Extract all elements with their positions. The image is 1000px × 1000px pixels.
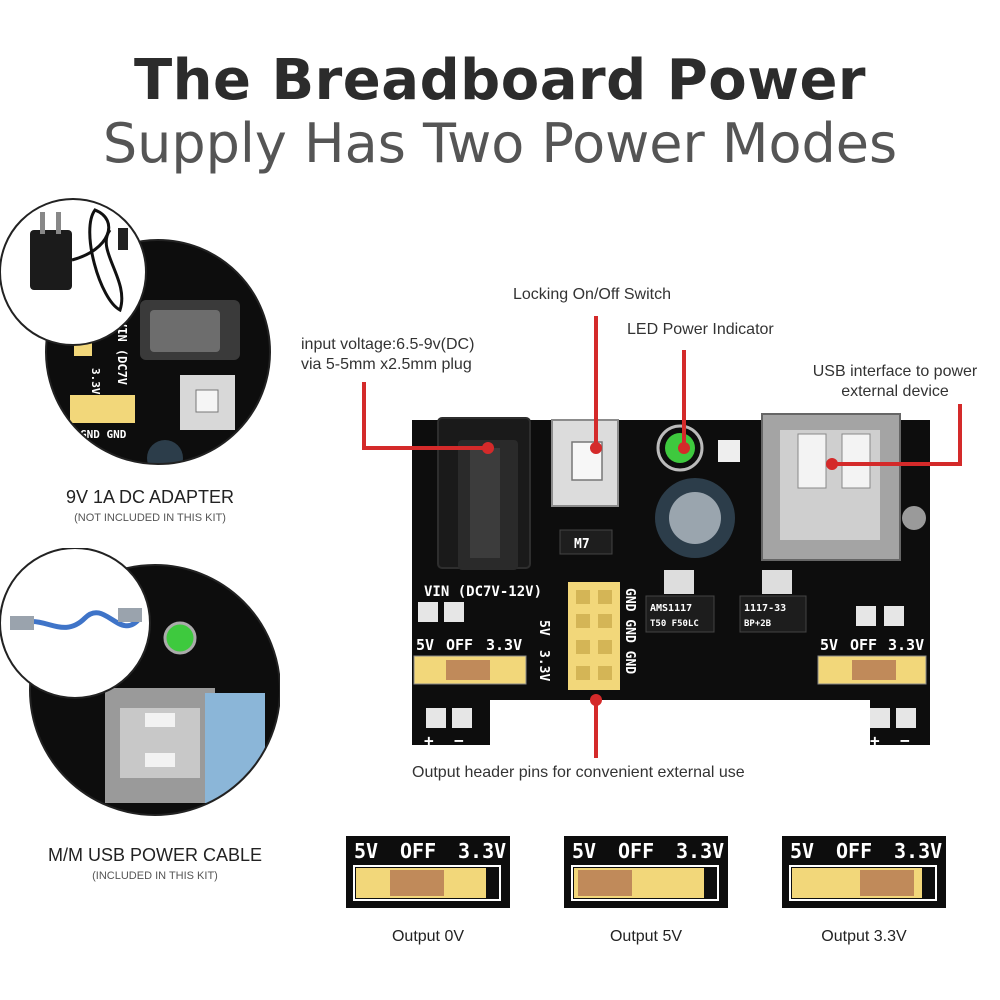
left-rail-off: OFF (446, 636, 473, 654)
page-subtitle: Supply Has Two Power Modes (102, 112, 898, 175)
header-3v3-label: 3.3V (536, 650, 551, 681)
switch-state-5v: 5V OFF 3.3V Output 5V (564, 836, 728, 946)
callout-header: Output header pins for convenient extern… (412, 764, 745, 781)
regulator-3v3-label: 1117-33 (744, 603, 786, 614)
switch-state-3v3: 5V OFF 3.3V Output 3.3V (782, 836, 946, 946)
right-minus: − (900, 731, 910, 750)
svg-text:GND GND: GND GND (80, 428, 127, 441)
switch-0v-jumper[interactable] (390, 870, 444, 896)
switch-5v-label-off: OFF (618, 839, 654, 863)
regulator-5v (645, 595, 715, 633)
adapter-note: (NOT INCLUDED IN THIS KIT) (74, 512, 226, 524)
callout-input-voltage: input voltage:6.5-9v(DC) via 5-5mm x2.5m… (301, 335, 474, 375)
header-5v-label: 5V (536, 620, 551, 636)
switch-3v3-jumper[interactable] (860, 870, 914, 896)
switch-5v-label-3v3: 3.3V (676, 839, 724, 863)
regulator-3v3-code: BP+2B (744, 619, 772, 629)
cable-name: M/M USB POWER CABLE (47, 845, 263, 865)
regulator-3v3 (739, 595, 807, 633)
callout-usb-line2: external device (841, 383, 949, 400)
switch-0v-label-3v3: 3.3V (458, 839, 506, 863)
switch-state-3v3-graphic: 5V OFF 3.3V (782, 836, 946, 908)
adapter-name: 9V 1A DC ADAPTER (65, 487, 235, 507)
svg-text:VIN (DC7V: VIN (DC7V (115, 320, 129, 385)
regulator-5v-label: AMS1117 (650, 603, 692, 614)
right-plus: + (870, 731, 880, 750)
vin-label: VIN (DC7V-12V) (424, 584, 542, 600)
header-gnd-label: GND GND GND (622, 588, 637, 674)
callout-usb: USB interface to power external device (790, 362, 1000, 402)
switch-state-0v-graphic: 5V OFF 3.3V (346, 836, 510, 908)
regulator-5v-code: T50 F50LC (650, 619, 699, 629)
callout-usb-line1: USB interface to power (812, 363, 978, 380)
adapter-panel: VIN (DC7V 3.3V GND GND 9V 1A DC ADAPTER … (0, 190, 280, 524)
switch-5v-caption: Output 5V (609, 928, 683, 945)
switch-5v-label-5v: 5V (572, 839, 596, 863)
switch-states: 5V OFF 3.3V Output 0V 5V OFF 3.3V Output… (346, 836, 956, 956)
switch-0v-label-off: OFF (400, 839, 436, 863)
switch-3v3-label-off: OFF (836, 839, 872, 863)
left-rail-5v: 5V (416, 636, 434, 654)
page-title: The Breadboard Power (133, 48, 867, 113)
switch-3v3-label-5v: 5V (790, 839, 814, 863)
switch-3v3-label-3v3: 3.3V (894, 839, 942, 863)
cable-panel: M/M USB POWER CABLE (INCLUDED IN THIS KI… (0, 547, 281, 888)
diode-label: M7 (574, 537, 590, 552)
callout-input-voltage-line2: via 5-5mm x2.5mm plug (301, 356, 472, 373)
left-rail-3v3: 3.3V (486, 636, 522, 654)
left-minus: − (454, 731, 464, 750)
callout-led: LED Power Indicator (627, 321, 774, 338)
switch-0v-caption: Output 0V (391, 928, 465, 945)
usb-cable-illustration (0, 547, 281, 816)
diode (559, 529, 613, 555)
callout-switch: Locking On/Off Switch (513, 286, 671, 303)
switch-0v-label-5v: 5V (354, 839, 378, 863)
switch-3v3-caption: Output 3.3V (821, 928, 907, 945)
cable-note: (INCLUDED IN THIS KIT) (92, 870, 218, 882)
switch-5v-jumper[interactable] (578, 870, 632, 896)
right-rail-3v3: 3.3V (888, 636, 924, 654)
right-rail-off: OFF (850, 636, 877, 654)
power-supply-board: M7 VIN (DC7V-12V) 5V 3.3V GND GND GND AM… (412, 413, 930, 750)
left-plus: + (424, 731, 434, 750)
right-rail-5v: 5V (820, 636, 838, 654)
callout-input-voltage-line1: input voltage:6.5-9v(DC) (301, 336, 475, 353)
switch-state-5v-graphic: 5V OFF 3.3V (564, 836, 728, 908)
switch-state-0v: 5V OFF 3.3V Output 0V (346, 836, 510, 946)
adapter-illustration: VIN (DC7V 3.3V GND GND (0, 198, 271, 465)
svg-text:3.3V: 3.3V (89, 368, 102, 395)
